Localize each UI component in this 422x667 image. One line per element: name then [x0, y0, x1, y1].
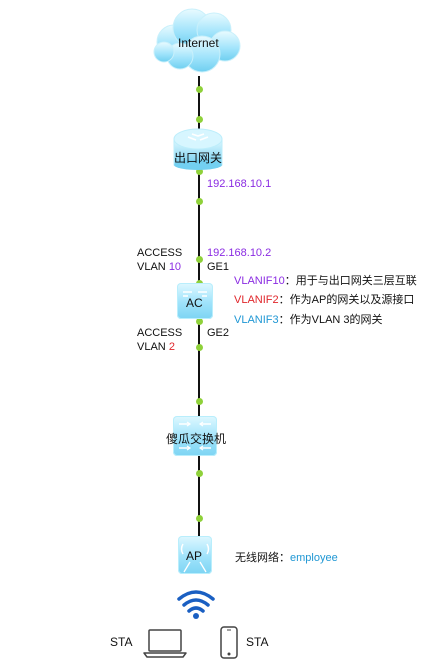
ac-uplink-mode: ACCESS: [137, 247, 183, 259]
vlanif3-note: VLANIF3：作为VLAN 3的网关: [234, 314, 383, 327]
port-dot-internet: [195, 86, 203, 93]
vlanif3-desc: ：作为VLAN 3的网关: [278, 314, 383, 326]
switch-label: 傻瓜交换机: [166, 432, 227, 446]
sta-label-phone: STA: [246, 635, 269, 649]
vlanif10-desc: ：用于与出口网关三层互联: [284, 275, 417, 287]
link-switch-ap: [198, 456, 200, 541]
internet-label: Internet: [178, 36, 219, 50]
laptop-icon: [143, 629, 187, 658]
switch-device: [173, 416, 217, 456]
port-dot-ac-bottom: [195, 344, 203, 351]
ac-downlink-mode: ACCESS: [137, 327, 183, 339]
wireless-prefix: 无线网络：: [235, 552, 290, 564]
ac-uplink-vlan: VLAN 10: [137, 261, 181, 274]
ac-downlink-port: GE2: [207, 327, 230, 339]
vlanif2-desc: ：作为AP的网关以及源接口: [278, 294, 415, 306]
ac-uplink-port: GE1: [207, 261, 230, 273]
ac-downlink-vlan: VLAN 2: [137, 341, 175, 354]
ap-device: [178, 536, 212, 574]
vlanif10-note: VLANIF10：用于与出口网关三层互联: [234, 275, 417, 288]
sta-label-laptop: STA: [110, 635, 133, 649]
ac-device: [177, 283, 213, 319]
port-dot-switch-top: [195, 398, 203, 405]
router-icon: [173, 128, 223, 170]
port-dot-ap-top: [195, 515, 203, 522]
cloud-icon: [153, 8, 241, 73]
ac-uplink-ip: 192.168.10.2: [207, 247, 272, 259]
ac-downlink-vlan-id: 2: [168, 341, 175, 353]
ap-label: AP: [186, 549, 203, 563]
port-dot-gateway-top: [195, 116, 203, 123]
phone-icon: [220, 626, 238, 659]
ssid-value: employee: [290, 552, 338, 564]
wifi-signal-icon: [177, 590, 215, 619]
gateway-label: 出口网关: [174, 151, 223, 165]
port-dot-ac-downlink: [195, 318, 203, 325]
port-dot-gateway-link: [195, 198, 203, 205]
vlanif2-name: VLANIF2: [234, 294, 279, 306]
ac-uplink-vlan-prefix: VLAN: [137, 261, 166, 273]
wireless-network-note: 无线网络：employee: [235, 552, 338, 565]
ac-label: AC: [186, 296, 203, 310]
ac-downlink-vlan-prefix: VLAN: [137, 341, 166, 353]
port-dot-ac-top: [195, 256, 203, 263]
vlanif3-name: VLANIF3: [234, 314, 279, 326]
gateway-ip: 192.168.10.1: [207, 178, 272, 190]
vlanif10-name: VLANIF10: [234, 275, 285, 287]
link-gateway-ac: [198, 170, 200, 286]
link-ac-switch: [198, 315, 200, 419]
link-internet-gateway: [198, 76, 200, 132]
switch-arrows-icon: [179, 421, 211, 451]
port-dot-gateway-bottom: [195, 168, 203, 175]
vlanif2-note: VLANIF2：作为AP的网关以及源接口: [234, 294, 414, 307]
port-dot-switch-bottom: [195, 470, 203, 477]
ac-uplink-vlan-id: 10: [168, 261, 182, 273]
ac-device-lines-icon: [183, 291, 207, 297]
ap-antenna-icon: [180, 543, 210, 573]
